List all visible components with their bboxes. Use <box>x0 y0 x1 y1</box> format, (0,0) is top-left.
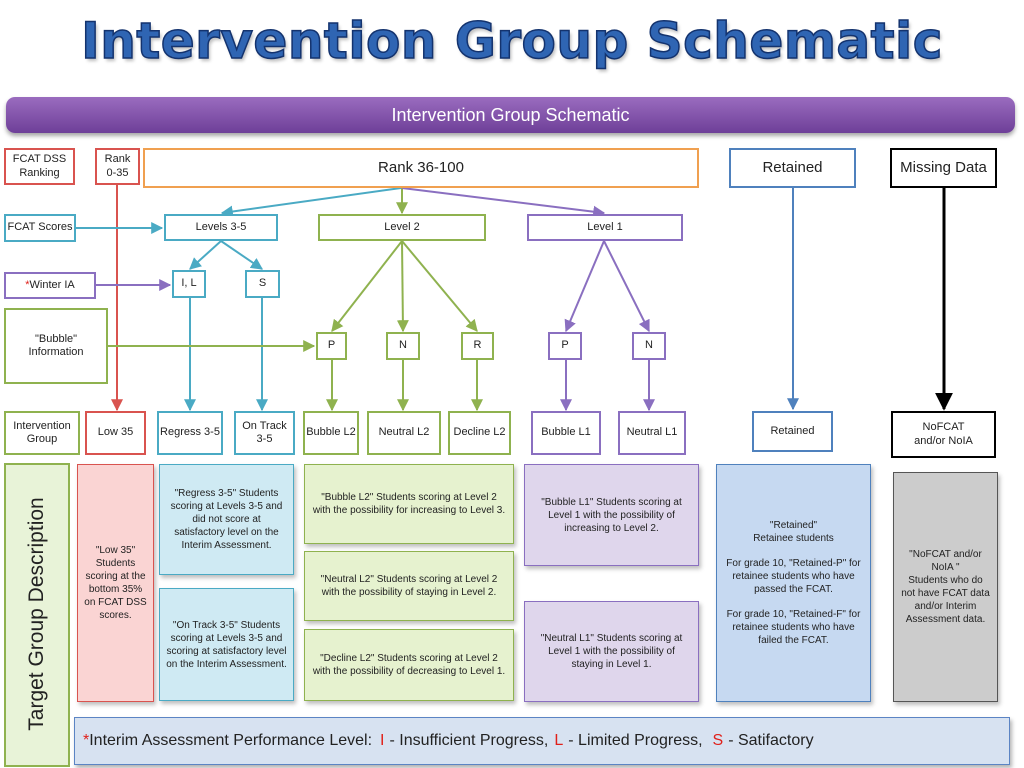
desc-on-track-3-5: "On Track 3-5" Students scoring at Level… <box>159 588 294 701</box>
arrow-level1-to-n <box>603 240 650 333</box>
desc-bubble-l2: "Bubble L2" Students scoring at Level 2 … <box>304 464 514 544</box>
s-node: S <box>245 270 280 298</box>
desc-bubble-l1: "Bubble L1" Students scoring at Level 1 … <box>524 464 699 566</box>
desc-low-35: "Low 35" Students scoring at the bottom … <box>77 464 154 702</box>
desc-retained-f: For grade 10, "Retained-F" for retainee … <box>726 609 861 646</box>
desc-retained-title: "Retained" <box>769 520 818 531</box>
group-regress-3-5: Regress 3-5 <box>157 411 223 455</box>
missing-data-node: Missing Data <box>890 148 997 188</box>
arrow-levels35-to-s <box>220 240 263 270</box>
desc-retained-subtitle: Retainee students <box>753 533 834 544</box>
group-bubble-l1: Bubble L1 <box>531 411 601 455</box>
group-retained: Retained <box>752 411 833 452</box>
arrow-level2-to-p <box>331 240 403 332</box>
intervention-group-label: Intervention Group <box>4 411 80 455</box>
legend-s-text: - Satifactory <box>728 732 814 749</box>
arrow-rank-to-levels35 <box>220 187 402 218</box>
level-1-node: Level 1 <box>527 214 683 241</box>
bubble-information-label: "Bubble" Information <box>4 308 108 384</box>
desc-nofcat-noia: "NoFCAT and/or NoIA " Students who do no… <box>893 472 998 702</box>
winter-ia-label: *Winter IA <box>4 272 96 299</box>
group-bubble-l2: Bubble L2 <box>303 411 359 455</box>
group-neutral-l1: Neutral L1 <box>618 411 686 455</box>
desc-retained: "Retained" Retainee students For grade 1… <box>716 464 871 702</box>
legend-asterisk: * <box>83 732 90 749</box>
schematic-banner: Intervention Group Schematic <box>6 97 1015 133</box>
fcat-dss-ranking-label: FCAT DSS Ranking <box>4 148 75 185</box>
legend-l-text: - Limited Progress, <box>568 732 703 749</box>
group-decline-l2: Decline L2 <box>448 411 511 455</box>
group-nofcat-noia: NoFCAT and/or NoIA <box>891 411 996 458</box>
page-title: Intervention Group Schematic <box>80 11 943 71</box>
target-description-panel <box>4 463 70 767</box>
legend-label: Interim Assessment Performance Level: <box>89 732 373 749</box>
p-purple-node: P <box>548 332 582 360</box>
level-2-node: Level 2 <box>318 214 486 241</box>
target-group-description-label: Target Group Description <box>25 497 48 731</box>
legend-s-letter: S <box>712 732 724 749</box>
arrow-level2-to-n <box>396 240 409 333</box>
il-node: I, L <box>172 270 206 298</box>
legend-i-text: - Insufficient Progress, <box>389 732 549 749</box>
desc-nofcat-body: Students who do not have FCAT data and/o… <box>901 575 990 625</box>
group-low-35: Low 35 <box>85 411 146 455</box>
desc-neutral-l2: "Neutral L2" Students scoring at Level 2… <box>304 551 514 621</box>
ia-performance-legend: *Interim Assessment Performance Level: I… <box>74 717 1010 765</box>
arrow-level2-to-r <box>401 240 478 332</box>
desc-decline-l2: "Decline L2" Students scoring at Level 2… <box>304 629 514 701</box>
group-neutral-l2: Neutral L2 <box>367 411 441 455</box>
n-purple-node: N <box>632 332 666 360</box>
winter-ia-asterisk: * <box>25 278 30 291</box>
desc-regress-3-5: "Regress 3-5" Students scoring at Levels… <box>159 464 294 575</box>
p-green-node: P <box>316 332 347 360</box>
arrow-rank-to-level1 <box>401 187 606 218</box>
group-on-track-3-5: On Track 3-5 <box>234 411 295 455</box>
n-green-node: N <box>386 332 420 360</box>
retained-header-node: Retained <box>729 148 856 188</box>
desc-retained-p: For grade 10, "Retained-P" for retainee … <box>726 558 861 595</box>
arrow-level1-to-p <box>564 240 605 333</box>
rank-0-35-node: Rank 0-35 <box>95 148 140 185</box>
desc-neutral-l1: "Neutral L1" Students scoring at Level 1… <box>524 601 699 702</box>
arrow-levels35-to-il <box>189 240 222 270</box>
r-green-node: R <box>461 332 494 360</box>
rank-36-100-node: Rank 36-100 <box>143 148 699 188</box>
winter-ia-text: Winter IA <box>29 278 75 291</box>
legend-l-letter: L <box>554 732 564 749</box>
fcat-scores-label: FCAT Scores <box>4 214 76 242</box>
levels-3-5-node: Levels 3-5 <box>164 214 278 241</box>
legend-i-letter: I <box>380 732 385 749</box>
desc-nofcat-title: "NoFCAT and/or NoIA " <box>909 549 982 573</box>
